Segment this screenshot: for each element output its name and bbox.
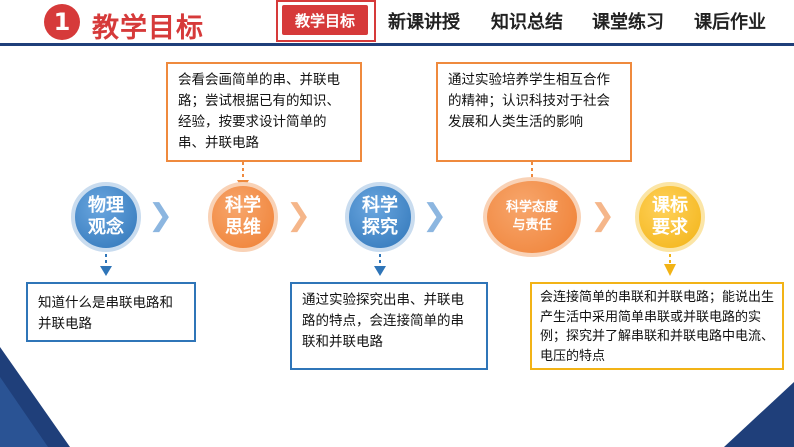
corner-decoration-left (0, 347, 70, 447)
section-number-badge: 1 (44, 4, 80, 40)
arrow-right-icon: ❯ (286, 198, 312, 233)
box-physics-concept: 知道什么是串联电路和并联电路 (26, 282, 196, 342)
page-title: 教学目标 (92, 13, 204, 44)
box-curriculum-standard: 会连接简单的串联和并联电路；能说出生产生活中采用简单串联或并联电路的实例；探究并… (530, 282, 784, 370)
arrow-right-icon: ❯ (590, 198, 616, 233)
nav-tab-practice[interactable]: 课堂练习 (592, 12, 664, 33)
nav-tab-homework[interactable]: 课后作业 (694, 12, 766, 33)
arrow-right-icon: ❯ (148, 198, 174, 233)
box-scientific-attitude: 通过实验培养学生相互合作的精神；认识科技对于社会发展和人类生活的影响 (436, 62, 632, 162)
nav-active-frame (276, 0, 376, 42)
header-divider (0, 43, 794, 46)
circle-scientific-inquiry: 科学 探究 (345, 182, 415, 252)
corner-decoration-right (724, 382, 794, 447)
box-scientific-inquiry: 通过实验探究出串、并联电路的特点，会连接简单的串联和并联电路 (290, 282, 488, 370)
arrow-right-icon: ❯ (422, 198, 448, 233)
circle-scientific-attitude: 科学态度 与责任 (483, 177, 581, 257)
nav-tab-summary[interactable]: 知识总结 (491, 12, 563, 33)
circle-curriculum-standard: 课标 要求 (635, 182, 705, 252)
circle-scientific-thinking: 科学 思维 (208, 182, 278, 252)
box-scientific-thinking: 会看会画简单的串、并联电路；尝试根据已有的知识、经验，按要求设计简单的串、并联电… (166, 62, 362, 162)
nav-tab-teaching-goals[interactable]: 教学目标 (282, 5, 368, 35)
circle-physics-concept: 物理 观念 (71, 182, 141, 252)
nav-tab-new-lesson[interactable]: 新课讲授 (388, 12, 460, 33)
